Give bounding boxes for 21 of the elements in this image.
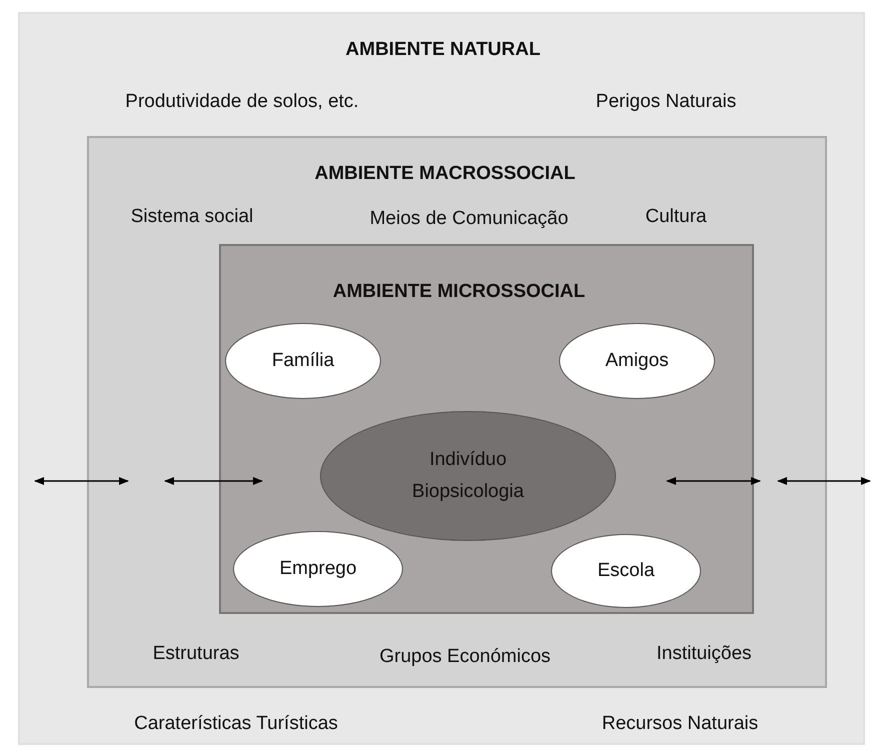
factor-label: Cultura <box>645 206 707 228</box>
environment-title: AMBIENTE NATURAL <box>346 39 540 61</box>
natural-environment-panel <box>18 12 865 745</box>
factor-label: Instituições <box>656 643 752 665</box>
environment-title: AMBIENTE MICROSSOCIAL <box>332 281 586 303</box>
individual-ellipse: Indivíduo Biopsicologia <box>320 411 616 541</box>
factor-label: Estruturas <box>152 643 240 665</box>
factor-label: Grupos Económicos <box>379 646 551 668</box>
factor-label: Caraterísticas Turísticas <box>134 713 338 735</box>
school-ellipse: Escola <box>551 534 701 608</box>
employment-ellipse: Emprego <box>233 531 403 607</box>
factor-label: Sistema social <box>130 206 254 228</box>
environment-title: AMBIENTE MACROSSOCIAL <box>314 163 576 185</box>
factor-label: Perigos Naturais <box>596 91 736 113</box>
microsocial-environment-panel <box>219 244 754 614</box>
factor-label: Produtividade de solos, etc. <box>125 91 359 113</box>
family-ellipse: Família <box>225 323 381 399</box>
factor-label: Recursos Naturais <box>602 713 758 735</box>
factor-label: Meios de Comunicação <box>370 208 568 230</box>
macrosocial-environment-panel <box>87 136 827 688</box>
friends-ellipse: Amigos <box>559 323 715 399</box>
